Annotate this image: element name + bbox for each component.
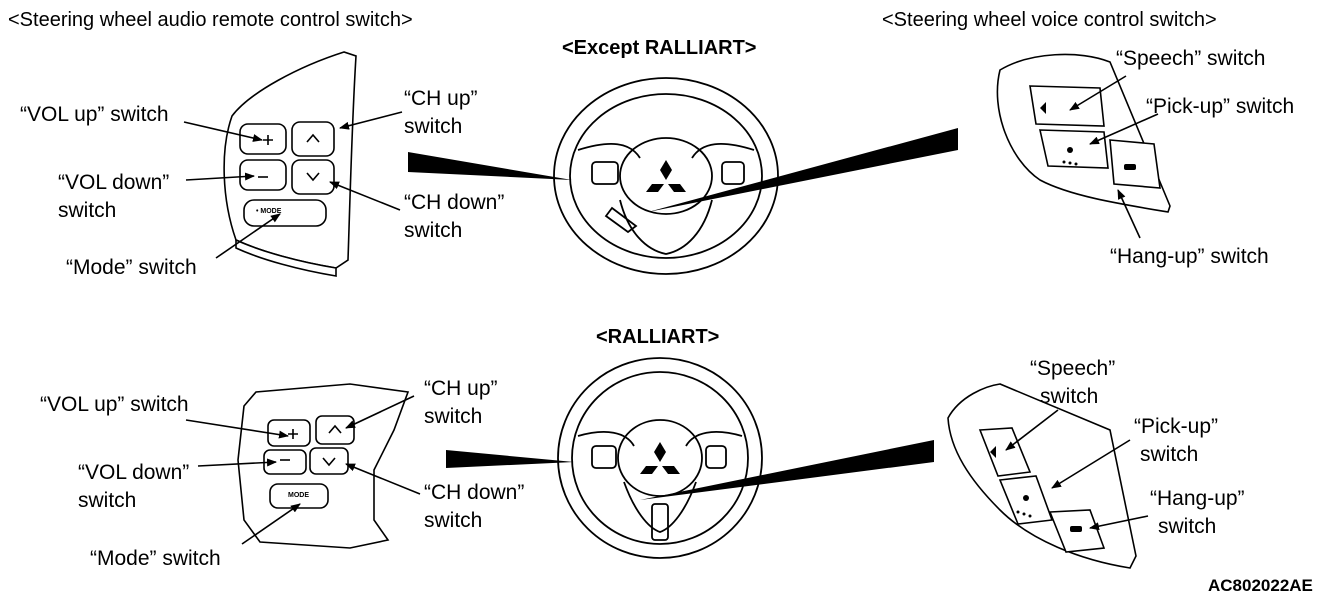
bottom-audio-switch-unit [237,383,410,549]
bottom-ch-up-label-line2: switch [424,405,483,428]
voice-switch-header: <Steering wheel voice control switch> [882,9,1217,31]
bottom-brand-emblem [640,442,680,474]
top-vol-up-label: “VOL up” switch [20,103,169,126]
bottom-right-callout-wedge [640,440,934,500]
bottom-voice-glyphs [990,446,1082,532]
bottom-ch-up-label-line1: “CH up” [424,377,498,400]
top-leader-lines [183,75,1159,259]
figure-code: AC802022AE [1208,576,1313,595]
bottom-pickup-label-line1: “Pick-up” [1134,415,1219,438]
top-ch-down-label-line2: switch [404,219,463,242]
top-pickup-label: “Pick-up” switch [1146,95,1295,118]
bottom-mode-label: “Mode” switch [90,547,221,570]
bottom-steering-wheel [557,357,763,559]
bottom-speech-label-line2: switch [1040,385,1099,408]
bottom-mode-button-text: MODE [288,492,309,499]
bottom-pickup-label-line2: switch [1140,443,1199,466]
bottom-ch-down-label-line1: “CH down” [424,481,525,504]
top-left-callout-wedge [408,152,572,180]
bottom-audio-button-glyphs [280,424,342,467]
bottom-vol-down-label-line1: “VOL down” [78,461,190,484]
bottom-voice-switch-unit [947,383,1137,569]
top-speech-label: “Speech” switch [1116,47,1266,70]
top-vol-down-label-line1: “VOL down” [58,171,170,194]
top-vol-down-label-line2: switch [58,199,117,222]
top-right-callout-wedge [648,128,958,212]
top-ch-down-label-line1: “CH down” [404,191,505,214]
bottom-ch-down-label-line2: switch [424,509,483,532]
top-ch-up-label-line2: switch [404,115,463,138]
top-steering-wheel [553,77,779,275]
top-audio-switch-unit [223,51,357,277]
bottom-speech-label-line1: “Speech” [1030,357,1116,380]
top-voice-switch-unit [996,53,1171,213]
top-brand-emblem [646,160,686,192]
variant-title-except-ralliart: <Except RALLIART> [562,37,757,59]
top-voice-glyphs [1040,102,1136,170]
top-hangup-label: “Hang-up” switch [1110,245,1269,268]
variant-title-ralliart: <RALLIART> [596,326,720,348]
bottom-hangup-label-line1: “Hang-up” [1150,487,1245,510]
top-audio-button-glyphs [258,133,320,182]
bottom-leader-lines [185,395,1149,545]
top-mode-label: “Mode” switch [66,256,197,279]
bottom-hangup-label-line2: switch [1158,515,1217,538]
bottom-vol-up-label: “VOL up” switch [40,393,189,416]
top-ch-up-label-line1: “CH up” [404,87,478,110]
bottom-vol-down-label-line2: switch [78,489,137,512]
top-mode-button-text: • MODE [256,208,282,215]
audio-switch-header: <Steering wheel audio remote control swi… [8,9,413,31]
bottom-left-callout-wedge [446,450,574,468]
